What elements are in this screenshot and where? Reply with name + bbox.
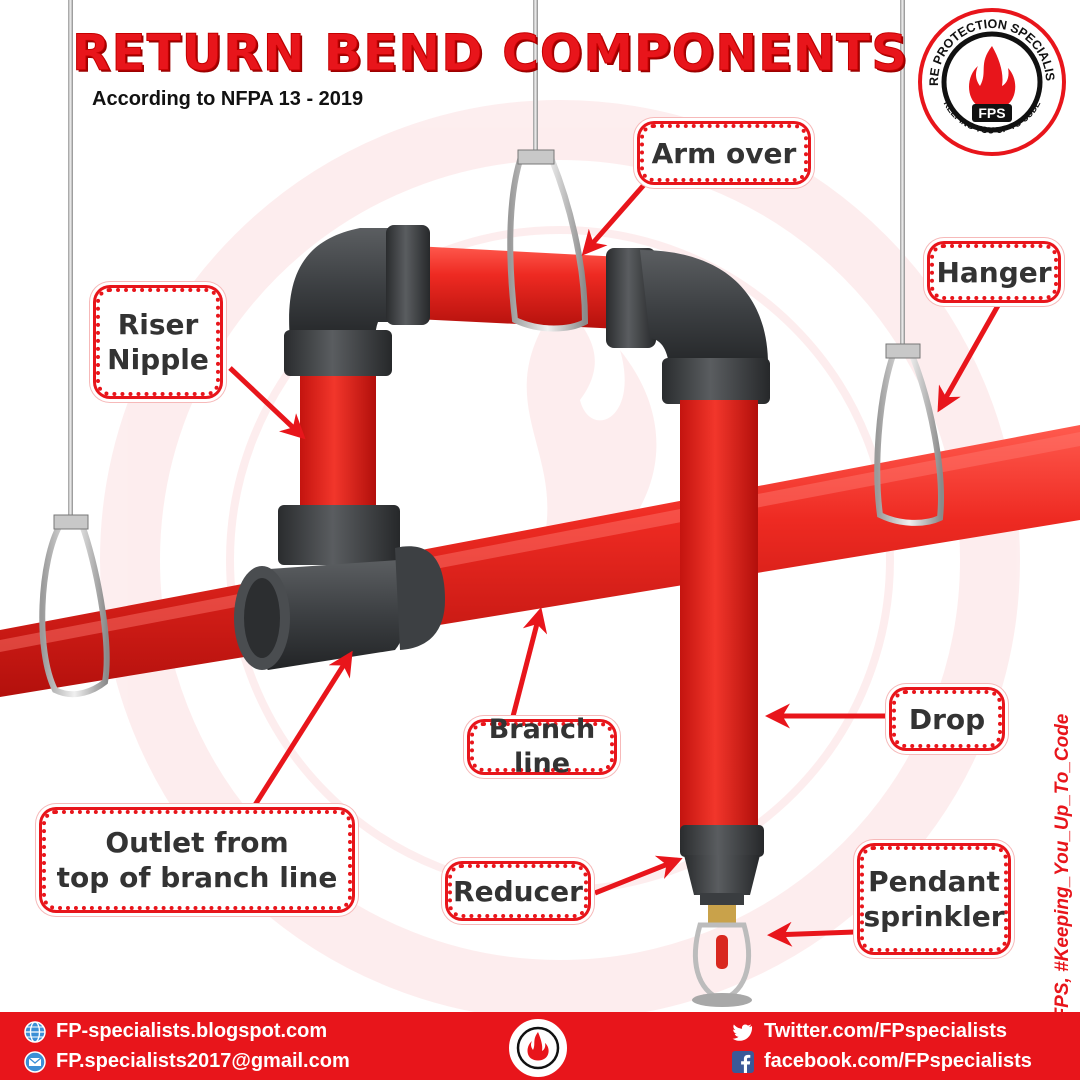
label-reducer: Reducer	[448, 864, 588, 918]
fps-logo: FIRE PROTECTION SPECIALISTS KEEPING YOU …	[918, 8, 1066, 156]
footer-blog-link[interactable]: FP-specialists.blogspot.com	[24, 1020, 327, 1043]
label-arm-over: Arm over	[640, 124, 808, 182]
footer-facebook-text: facebook.com/FPspecialists	[764, 1050, 1032, 1072]
reducer-fitting	[680, 825, 764, 905]
footer-fps-logo	[507, 1017, 569, 1079]
footer-flame-icon	[527, 1032, 549, 1061]
globe-icon	[24, 1020, 46, 1043]
logo-abbr: FPS	[978, 105, 1005, 121]
footer-email-text: FP.specialists2017@gmail.com	[56, 1050, 350, 1072]
arm-over-hanger-strap	[507, 149, 589, 332]
label-outlet: Outlet from top of branch line	[42, 810, 352, 910]
hanger-rods	[68, 0, 905, 520]
page-title: RETURN BEND COMPONENTS	[72, 24, 909, 83]
hashtag-sidebar: #FPS, #Keeping_You_Up_To_Code	[1052, 713, 1073, 1030]
leader-arrows	[228, 176, 1003, 947]
tee-fitting	[234, 505, 445, 670]
riser-nipple-pipe	[300, 355, 376, 520]
mail-icon	[24, 1050, 46, 1073]
footer-twitter-link[interactable]: Twitter.com/FPspecialists	[732, 1020, 1007, 1043]
page-subtitle: According to NFPA 13 - 2019	[92, 88, 364, 110]
right-hanger-strap	[874, 343, 944, 526]
drop-pipe	[680, 400, 758, 830]
label-hanger: Hanger	[930, 244, 1058, 300]
right-elbow-fitting	[606, 248, 770, 404]
label-drop: Drop	[892, 690, 1002, 748]
pendant-sprinkler	[692, 905, 752, 1007]
facebook-icon	[732, 1050, 754, 1073]
twitter-icon	[732, 1021, 754, 1043]
footer-twitter-text: Twitter.com/FPspecialists	[764, 1020, 1008, 1042]
flame-icon	[969, 46, 1016, 109]
footer-facebook-link[interactable]: facebook.com/FPspecialists	[732, 1050, 1032, 1073]
label-riser-nipple: Riser Nipple	[96, 288, 220, 396]
footer-email-link[interactable]: FP.specialists2017@gmail.com	[24, 1050, 350, 1073]
footer-blog-text: FP-specialists.blogspot.com	[56, 1020, 328, 1042]
label-branch-line: Branch line	[470, 714, 614, 779]
label-pendant-sprinkler: Pendant sprinkler	[860, 846, 1008, 952]
left-hanger-strap	[39, 514, 110, 698]
left-elbow-fitting	[284, 225, 430, 376]
